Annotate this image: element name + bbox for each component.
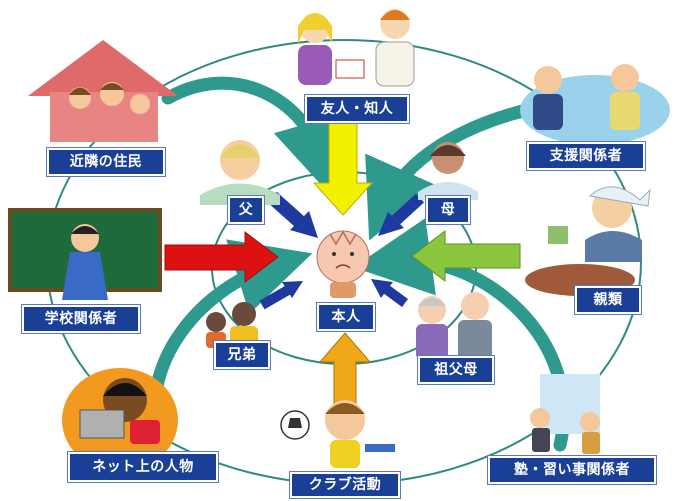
arrow-mother bbox=[391, 193, 425, 225]
arrow-grandparents bbox=[383, 284, 408, 308]
node-cram: 塾・習い事関係者 bbox=[487, 455, 657, 485]
arrow-siblings bbox=[259, 285, 291, 310]
arrow-siblings-head bbox=[282, 281, 303, 298]
arrow-friends bbox=[312, 119, 374, 216]
curved-arrow-neighbors bbox=[161, 76, 349, 198]
arrow-school bbox=[164, 230, 279, 284]
node-grandparents: 祖父母 bbox=[417, 355, 495, 385]
mother-illustration bbox=[418, 142, 478, 200]
node-self: 本人 bbox=[316, 302, 376, 332]
node-neighbors: 近隣の住民 bbox=[46, 147, 166, 177]
teacher-illustration bbox=[62, 224, 108, 300]
node-father: 父 bbox=[227, 195, 265, 225]
node-internet: ネット上の人物 bbox=[67, 451, 219, 483]
node-friends: 友人・知人 bbox=[304, 94, 410, 124]
node-support: 支援関係者 bbox=[526, 141, 646, 171]
neighbors-house-illustration bbox=[28, 40, 178, 142]
node-relatives: 親類 bbox=[574, 285, 642, 315]
arrow-relatives bbox=[411, 229, 521, 283]
cram-school-illustration bbox=[530, 374, 600, 454]
support-illustration bbox=[520, 64, 670, 145]
relatives-illustration bbox=[525, 186, 651, 296]
arrow-father-head bbox=[290, 211, 318, 238]
friends-illustration bbox=[298, 9, 415, 87]
arrow-grandparents-head bbox=[371, 279, 393, 298]
internet-person-illustration bbox=[62, 368, 178, 472]
node-club: クラブ活動 bbox=[289, 471, 401, 499]
arrow-mother-head bbox=[378, 212, 404, 236]
club-illustration bbox=[280, 400, 395, 468]
center-person-illustration bbox=[316, 230, 370, 298]
node-mother: 母 bbox=[425, 195, 471, 225]
grandparents-illustration bbox=[416, 292, 492, 360]
arrow-club bbox=[318, 332, 372, 406]
node-siblings: 兄弟 bbox=[213, 340, 271, 370]
node-school: 学校関係者 bbox=[21, 304, 141, 334]
